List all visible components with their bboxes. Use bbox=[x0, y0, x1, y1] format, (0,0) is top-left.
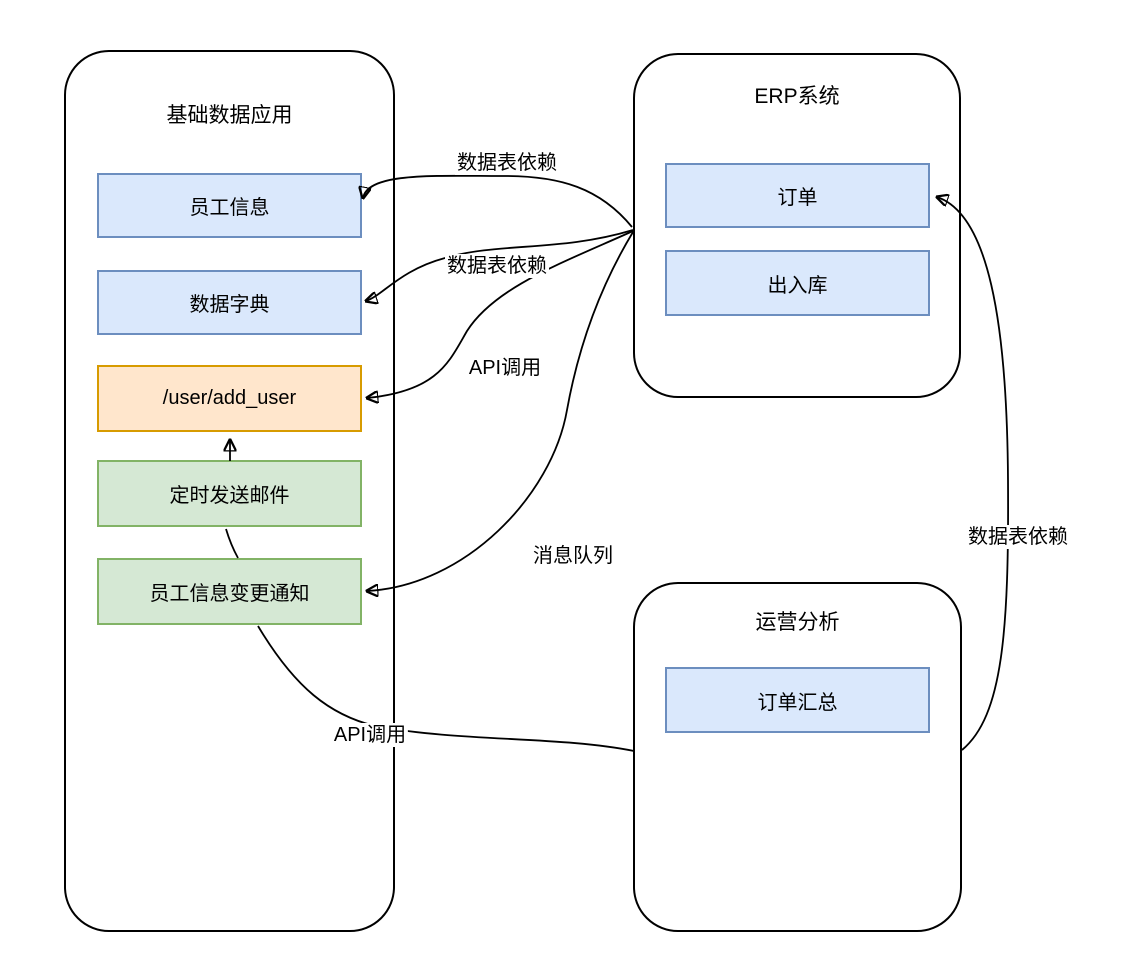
edge-label-table-dependency-2: 数据表依赖 bbox=[445, 254, 549, 278]
node-order: 订单 bbox=[665, 163, 930, 228]
edge-label-api-call-1: API调用 bbox=[466, 356, 544, 380]
node-scheduled-mail: 定时发送邮件 bbox=[97, 460, 362, 527]
node-employee-info: 员工信息 bbox=[97, 173, 362, 238]
container-title-base-data-app: 基础数据应用 bbox=[166, 104, 293, 127]
edge-label-api-call-2: API调用 bbox=[331, 723, 409, 747]
edge-label-table-dependency-1: 数据表依赖 bbox=[455, 151, 559, 175]
edge-label-table-dependency-3: 数据表依赖 bbox=[966, 525, 1070, 549]
node-user-add-user-api: /user/add_user bbox=[97, 365, 362, 432]
node-employee-change-notice: 员工信息变更通知 bbox=[97, 558, 362, 625]
node-order-summary: 订单汇总 bbox=[665, 667, 930, 733]
container-title-erp-system: ERP系统 bbox=[754, 85, 840, 108]
container-ops-analysis bbox=[633, 582, 962, 932]
edge-label-message-queue: 消息队列 bbox=[531, 544, 615, 568]
node-data-dictionary: 数据字典 bbox=[97, 270, 362, 335]
edge-erp-to-change-notice bbox=[367, 231, 634, 591]
edge-erp-to-employee-info bbox=[363, 174, 633, 228]
container-title-ops-analysis: 运营分析 bbox=[755, 611, 840, 634]
node-warehouse-in-out: 出入库 bbox=[665, 250, 930, 316]
